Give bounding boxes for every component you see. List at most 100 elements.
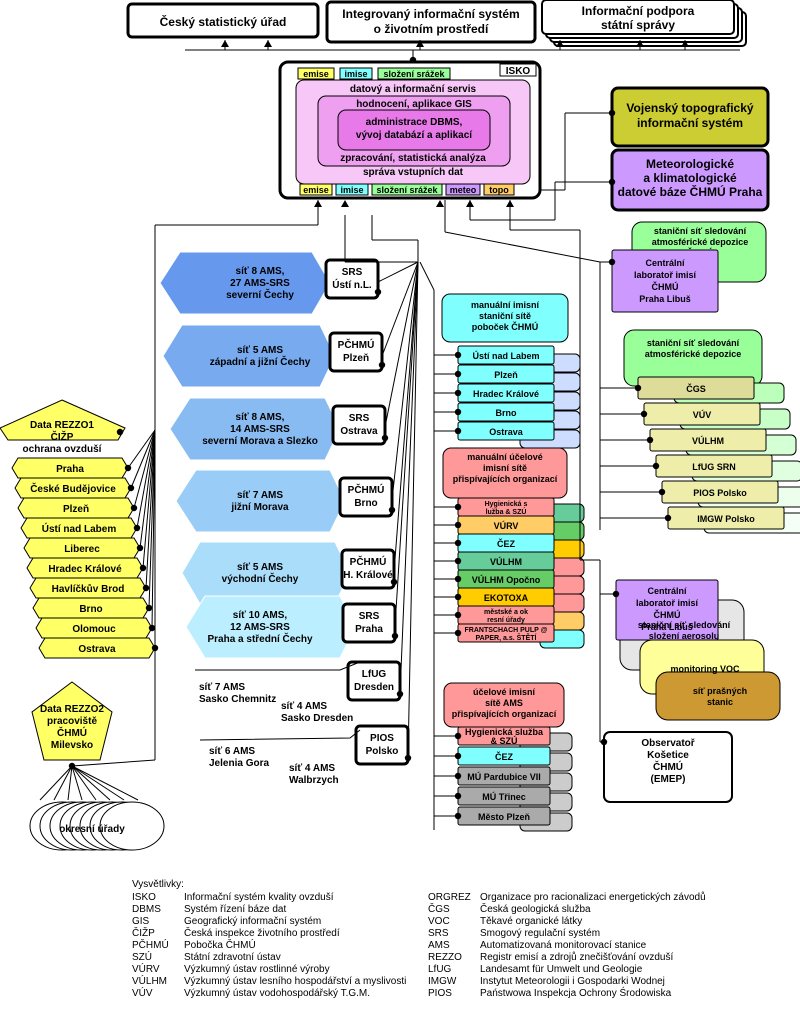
connector-dot xyxy=(374,288,382,296)
region-box-3 xyxy=(338,476,394,518)
tag-bottom-label: imise xyxy=(340,185,363,195)
rezzo1-item-label: Ústí nad Labem xyxy=(42,522,117,535)
legend-abbr: VOC xyxy=(428,916,450,927)
legend-row: LfUG Landesamt für Umwelt und Geologie xyxy=(428,964,798,976)
manual-title-box xyxy=(441,293,569,343)
region-box-4 xyxy=(340,548,396,590)
connector-dot xyxy=(378,361,386,369)
connector-line xyxy=(67,765,73,801)
purpose-item-label: VÚLHM Opočno xyxy=(472,574,541,585)
legend-abbr: VÚRV xyxy=(132,964,160,975)
box-observatory xyxy=(603,731,733,803)
legend-abbr: ČGS xyxy=(428,904,450,915)
depo-item-label: ČGS xyxy=(686,383,706,394)
connector-dot xyxy=(381,434,389,442)
legend-desc: Státní zdravotní ústav xyxy=(184,952,281,963)
legend-desc: Výzkumný ústav lesního hospodářství a my… xyxy=(184,976,407,987)
purpose-item-label: VÚLHM xyxy=(490,556,522,567)
tag-top-emise xyxy=(297,67,335,80)
box-csu xyxy=(126,2,320,39)
legend-abbr: SZÚ xyxy=(132,952,152,963)
connector-line xyxy=(148,429,156,609)
connector-line xyxy=(139,429,156,549)
legend-desc: Těkavé organické látky xyxy=(480,916,583,927)
legend-abbr: GIS xyxy=(132,916,150,927)
connector-line xyxy=(444,231,601,263)
purpose-item-label: FRANTSCHACH PULP @PAPER, a.s. ŠTĚTÍ xyxy=(465,627,548,642)
connector-dot xyxy=(388,506,396,514)
region-box-0 xyxy=(324,258,380,300)
rezzo1-item-label: Olomouc xyxy=(72,624,116,635)
box-pios xyxy=(354,724,410,766)
tag-bottom-label: meteo xyxy=(450,185,477,195)
legend-abbr: IMGW xyxy=(428,976,457,987)
rezzo1-item-label: Brno xyxy=(79,604,102,615)
rezzo1-item-label: České Budějovice xyxy=(30,482,116,495)
tag-bottom-label: složení srážek xyxy=(376,185,438,195)
connector-line xyxy=(133,429,156,509)
connector-line xyxy=(71,765,139,801)
connector-line xyxy=(71,765,111,801)
legend-row: VÚLHM Výzkumný ústav lesního hospodářství… xyxy=(132,976,412,988)
legend-desc: Výzkumný ústav rostlinné výroby xyxy=(184,964,330,975)
region-box-2 xyxy=(331,404,387,446)
tag-bottom-imise xyxy=(335,183,369,196)
legend-abbr: ISKO xyxy=(132,892,156,903)
legend-desc: Geografický informační systém xyxy=(184,916,322,927)
legend-desc: Česká inspekce životního prostředí xyxy=(184,928,340,939)
connector-line xyxy=(71,765,97,801)
connector-line xyxy=(145,429,156,589)
rezzo1-item xyxy=(38,637,156,659)
tag-top-label: složení srážek xyxy=(383,69,445,79)
connector-line xyxy=(71,765,83,801)
rezzo1-head xyxy=(0,399,126,441)
rezzo1-item-label: Ostrava xyxy=(78,644,116,655)
region-hex-1 xyxy=(162,324,336,388)
connector-line xyxy=(377,261,419,283)
poland-outline xyxy=(199,729,361,741)
legend-desc: Výzkumný ústav vodohospodářský T.G.M. xyxy=(184,988,371,999)
isko-layer5: správa vstupních dat xyxy=(363,167,464,178)
legend-desc: Systém řízení báze dat xyxy=(184,904,287,915)
legend-abbr: LfUG xyxy=(428,964,452,975)
isko-layer1: datový a informační servis xyxy=(350,84,477,95)
rezzo1-item-label: Havlíčkův Brod xyxy=(52,583,125,595)
legend-desc: Česká geologická služba xyxy=(480,904,591,915)
isko-layer3: administrace DBMS,vývoj databází a aplik… xyxy=(356,117,473,141)
legend-desc: Automatizovaná monitorovací stanice xyxy=(480,940,647,951)
legend-abbr: VÚLHM xyxy=(132,976,168,987)
legend-desc: Registr emisí a zdrojů znečišťování ovzd… xyxy=(480,952,674,963)
legend-desc: Landesamt für Umwelt und Geologie xyxy=(480,964,643,975)
arrow-head xyxy=(436,200,444,207)
depo-item-label: PIOS Polsko xyxy=(693,488,747,498)
lab2-voc-text: monitoring VOC xyxy=(671,664,740,674)
ams-item-label: ČEZ xyxy=(495,751,514,762)
isko-title: ISKO xyxy=(506,66,531,77)
label-csu: Český statistický úřad xyxy=(160,14,287,29)
tag-top-složení srážek xyxy=(377,67,451,80)
ams-item-label: Hygienická služba& SZÚ xyxy=(465,727,544,746)
